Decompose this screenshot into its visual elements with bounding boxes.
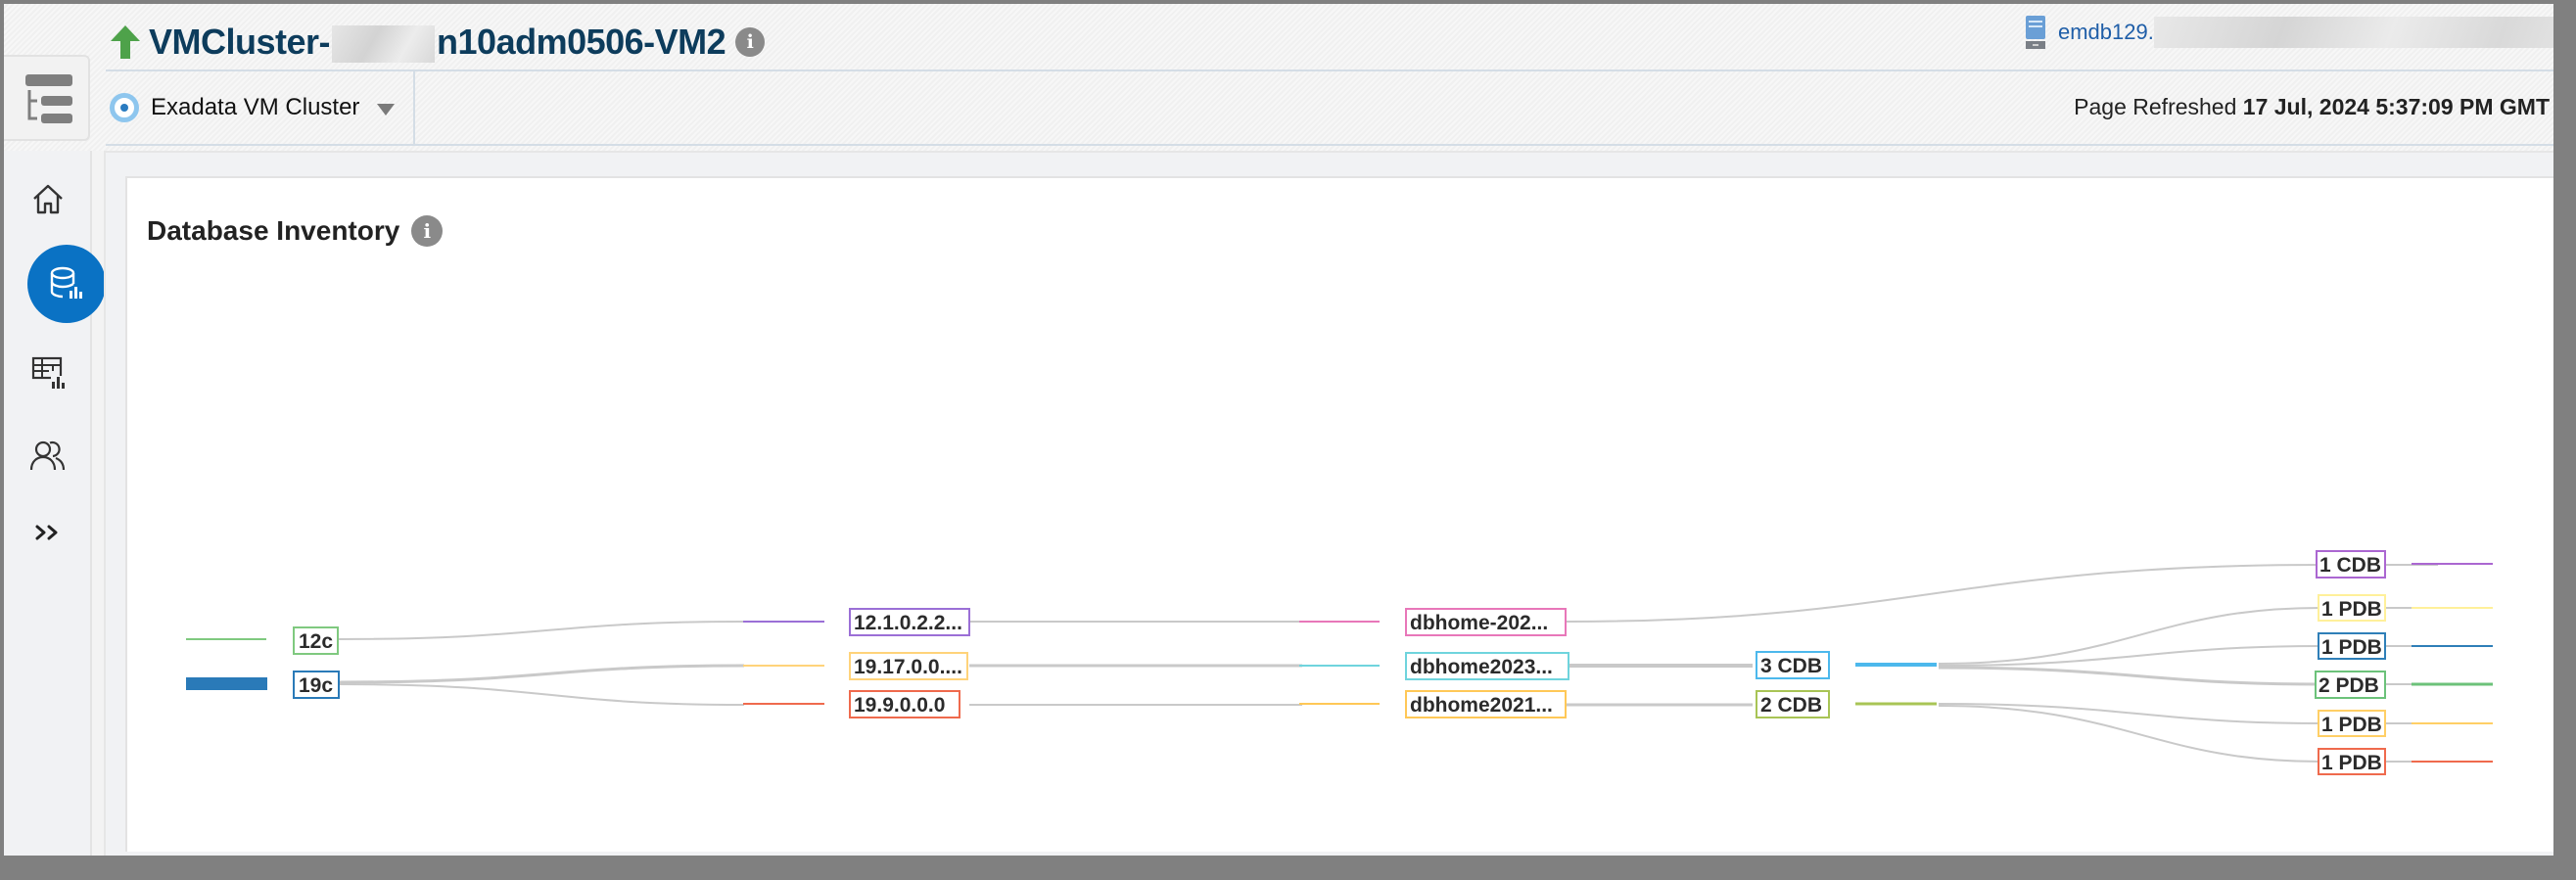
target-navigation-toggle[interactable]	[4, 55, 90, 141]
double-chevron-right-icon	[35, 525, 58, 540]
sidebar-item-table-chart[interactable]	[4, 333, 92, 411]
sankey-node[interactable]: dbhome2023...	[1405, 652, 1569, 680]
sankey-node[interactable]: 1 PDB	[2318, 594, 2386, 622]
server-icon	[2026, 16, 2045, 49]
node-label: 19.9.0.0.0	[854, 694, 945, 717]
header-divider	[106, 144, 2553, 146]
sankey-node-bars	[186, 563, 2493, 763]
sankey-node[interactable]: 19.17.0.0....	[849, 652, 968, 680]
sankey-node[interactable]: 1 PDB	[2318, 632, 2386, 660]
page-header: VMCluster-n10adm0506-VM2 i Exadata VM Cl…	[4, 4, 2553, 151]
sankey-node[interactable]: 2 PDB	[2315, 671, 2386, 699]
card-header: Database Inventory i	[147, 215, 444, 247]
card-title: Database Inventory	[147, 215, 400, 246]
node-label: 2 PDB	[2318, 674, 2379, 697]
chevron-down-icon	[377, 104, 396, 116]
node-label: 12.1.0.2.2...	[854, 612, 962, 634]
target-type-menu[interactable]: Exadata VM Cluster	[110, 88, 396, 127]
page-title: VMCluster-n10adm0506-VM2	[149, 21, 726, 64]
node-label: 1 PDB	[2321, 714, 2382, 736]
sidebar-item-expand[interactable]	[4, 493, 92, 572]
sidebar-item-users[interactable]	[4, 417, 92, 495]
target-type-label: Exadata VM Cluster	[151, 94, 360, 120]
title-prefix: VMCluster-	[149, 21, 331, 62]
redacted-text	[2153, 17, 2553, 48]
header-separator	[413, 71, 415, 144]
sankey-node[interactable]: 1 PDB	[2318, 710, 2386, 737]
sankey-node[interactable]: 12.1.0.2.2...	[849, 608, 970, 636]
page-refreshed-value: 17 Jul, 2024 5:37:09 PM GMT	[2242, 94, 2550, 119]
redacted-text	[332, 25, 436, 64]
node-label: 19.17.0.0....	[854, 656, 962, 678]
node-label: dbhome-202...	[1410, 612, 1548, 634]
sidebar	[4, 151, 106, 856]
node-label: 12c	[299, 630, 333, 653]
sankey-node[interactable]: dbhome-202...	[1405, 608, 1567, 636]
tree-list-icon	[25, 74, 72, 123]
sidebar-item-home[interactable]	[4, 161, 92, 239]
info-icon[interactable]: i	[411, 215, 444, 247]
info-icon[interactable]: i	[735, 27, 766, 57]
home-icon	[33, 184, 63, 214]
sankey-node[interactable]: 12c	[293, 626, 339, 655]
sankey-node[interactable]: 1 PDB	[2318, 748, 2386, 775]
sankey-nodes: 12c 19c 12.1.0.2.2... 19.17.0.0.... 19.9…	[293, 550, 2386, 775]
node-label: 1 PDB	[2321, 752, 2382, 774]
title-suffix: n10adm0506-VM2	[437, 21, 726, 62]
users-icon	[29, 440, 66, 471]
target-type-icon	[110, 93, 139, 122]
server-link[interactable]: emdb129.	[2025, 16, 2553, 49]
node-label: 1 CDB	[2319, 554, 2381, 577]
node-label: 2 CDB	[1760, 694, 1822, 717]
sankey-node[interactable]: 1 CDB	[2316, 550, 2386, 579]
sankey-node[interactable]: 19c	[293, 671, 340, 699]
table-chart-icon	[31, 356, 65, 389]
node-label: 3 CDB	[1760, 655, 1822, 677]
sankey-node[interactable]: 19.9.0.0.0	[849, 690, 960, 718]
database-chart-icon	[50, 266, 82, 299]
page-refreshed-label: Page Refreshed	[2074, 94, 2237, 119]
node-label: dbhome2021...	[1410, 694, 1553, 717]
title-row: VMCluster-n10adm0506-VM2 i	[110, 18, 766, 67]
server-name[interactable]: emdb129.	[2058, 20, 2154, 44]
node-label: 1 PDB	[2321, 636, 2382, 659]
database-inventory-card	[125, 176, 2553, 852]
sidebar-item-database-inventory[interactable]	[27, 245, 106, 323]
node-label: 1 PDB	[2321, 598, 2382, 621]
sankey-node[interactable]: dbhome2021...	[1405, 690, 1567, 718]
page-refreshed: Page Refreshed 17 Jul, 2024 5:37:09 PM G…	[2074, 94, 2550, 120]
sankey-node[interactable]: 3 CDB	[1756, 651, 1830, 679]
node-label: dbhome2023...	[1410, 656, 1553, 678]
header-divider	[106, 69, 2553, 71]
status-up-arrow-icon	[111, 25, 140, 59]
sankey-links	[337, 564, 2438, 763]
node-label: 19c	[299, 674, 333, 697]
sankey-node[interactable]: 2 CDB	[1756, 690, 1830, 718]
